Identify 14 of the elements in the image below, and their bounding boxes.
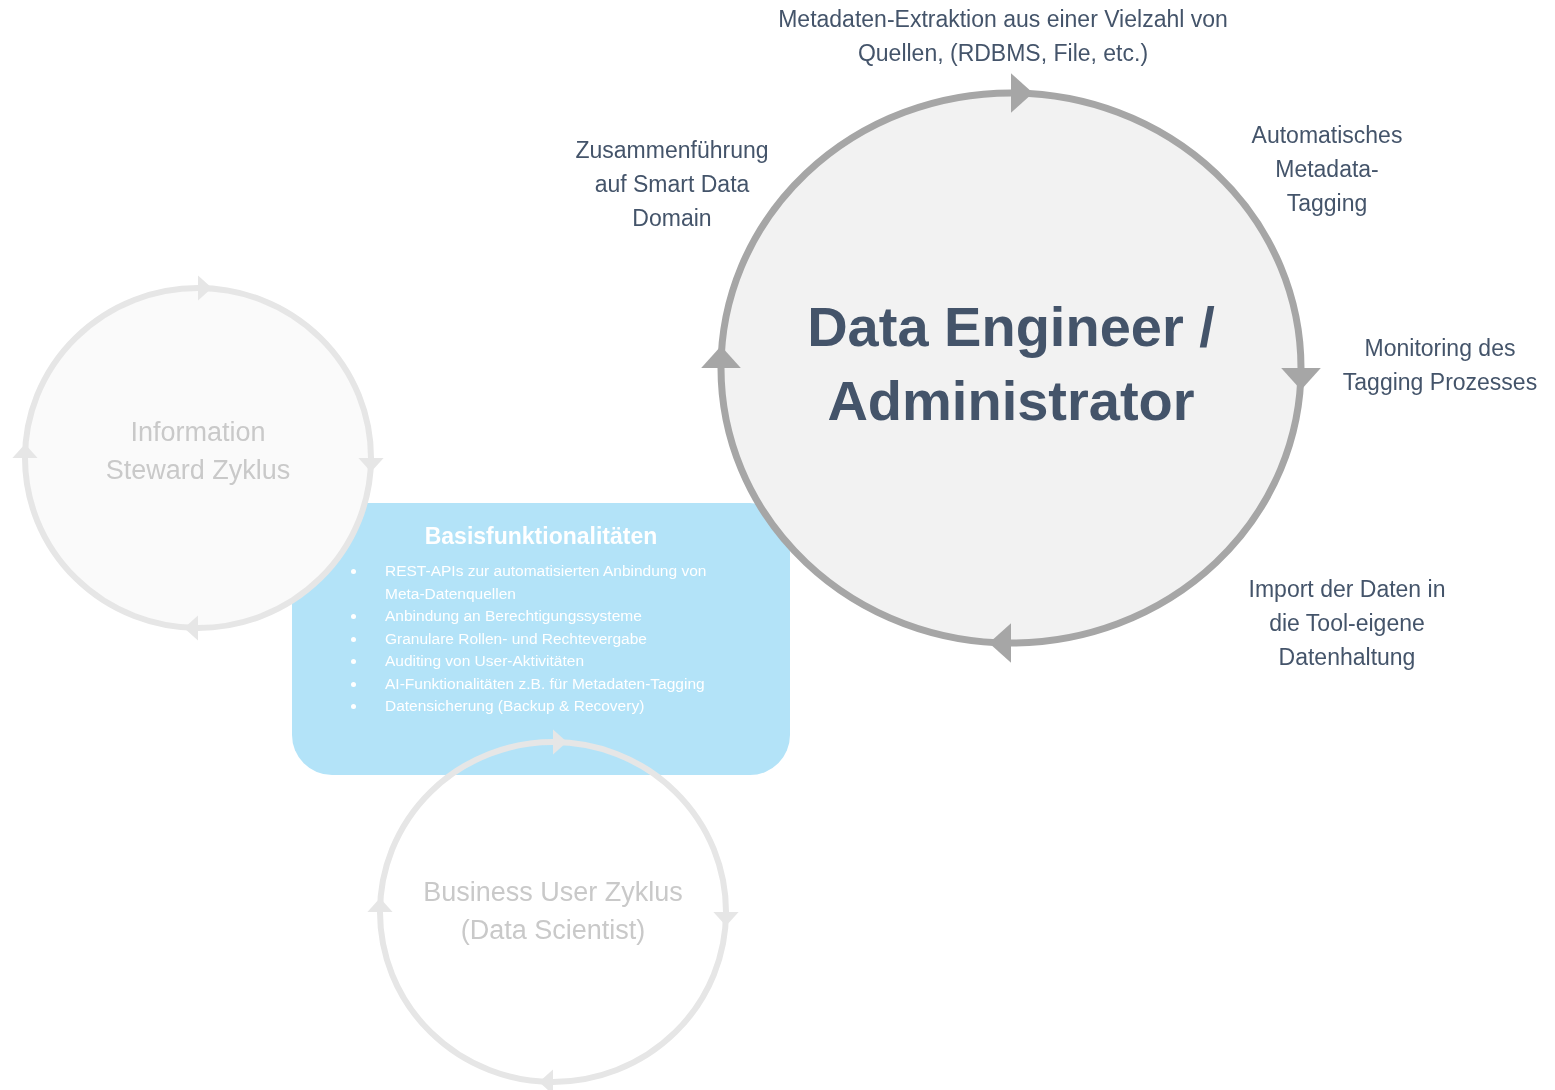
bullet-item: Datensicherung (Backup & Recovery) [385, 695, 735, 718]
panel-heading: Basisfunktionalitäten [423, 523, 659, 550]
step-label: Import der Daten in die Tool-eigene Datenhaltung [1247, 575, 1447, 672]
bullet-item: Auditing von User-Aktivitäten [385, 650, 735, 673]
feature-panel [292, 503, 790, 775]
cycle-title: Data Engineer / Administrator [806, 294, 1216, 434]
step-label: Automatisches Metadata-Tagging [1250, 121, 1404, 218]
bullet-item: REST-APIs zur automatisierten Anbindung von Meta-Datenquellen [385, 560, 735, 605]
step-label: Monitoring des Tagging Prozesses [1341, 334, 1539, 397]
bullet-item: Granulare Rollen- und Rechtevergabe [385, 627, 735, 650]
step-label: Metadaten-Extraktion aus einer Vielzahl von Quellen, (RDBMS, File, etc.) [777, 5, 1229, 68]
step-label: Zusammenführung auf Smart Data Domain [574, 136, 770, 233]
bullet-item: Anbindung an Berechtigungssysteme [385, 605, 735, 628]
bullet-item: AI-Funktionalitäten z.B. für Metadaten-Tagging [385, 672, 735, 695]
